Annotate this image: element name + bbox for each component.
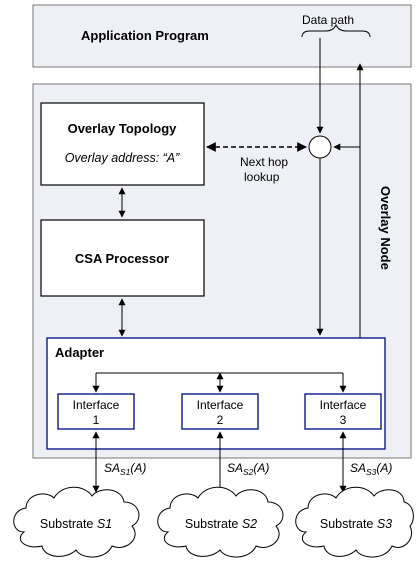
interface-2-line1: Interface [197, 398, 244, 412]
application-program-label: Application Program [81, 28, 209, 43]
overlay-address-label: Overlay address: “A” [65, 151, 180, 165]
sa-label-1: SAS1(A) [104, 461, 146, 477]
interface-2-box: Interface 2 [181, 393, 259, 430]
csa-processor-label: CSA Processor [75, 251, 169, 266]
overlay-topology-box: Overlay Topology Overlay address: “A” [40, 102, 205, 186]
substrate-s3-label: Substrate S3 [320, 517, 392, 531]
interface-3-line2: 3 [340, 413, 347, 427]
substrate-s2-label: Substrate S2 [185, 517, 257, 531]
substrate-s1-cloud: Substrate S1 [13, 486, 140, 558]
overlay-node-label: Overlay Node [378, 186, 393, 270]
lookup-node-circle [308, 135, 332, 159]
application-program-box: Application Program [32, 4, 412, 68]
interface-1-box: Interface 1 [57, 393, 135, 430]
substrate-s3-cloud: Substrate S3 [295, 486, 414, 558]
interface-1-line2: 1 [93, 413, 100, 427]
interface-3-box: Interface 3 [304, 393, 382, 430]
next-hop-line1: Next hop [240, 155, 288, 169]
overlay-topology-title: Overlay Topology [68, 121, 178, 136]
adapter-label: Adapter [55, 345, 104, 360]
sa-label-3: SAS3(A) [350, 461, 392, 477]
data-path-label: Data path [302, 13, 354, 27]
substrate-s2-cloud: Substrate S2 [157, 486, 284, 558]
next-hop-line2: lookup [244, 170, 280, 184]
interface-2-line2: 2 [217, 413, 224, 427]
csa-processor-box: CSA Processor [40, 219, 205, 297]
interface-3-line1: Interface [320, 398, 367, 412]
sa-label-2: SAS2(A) [227, 461, 269, 477]
interface-1-line1: Interface [73, 398, 120, 412]
substrate-s1-label: Substrate S1 [40, 517, 112, 531]
data-path-brace [301, 23, 371, 38]
